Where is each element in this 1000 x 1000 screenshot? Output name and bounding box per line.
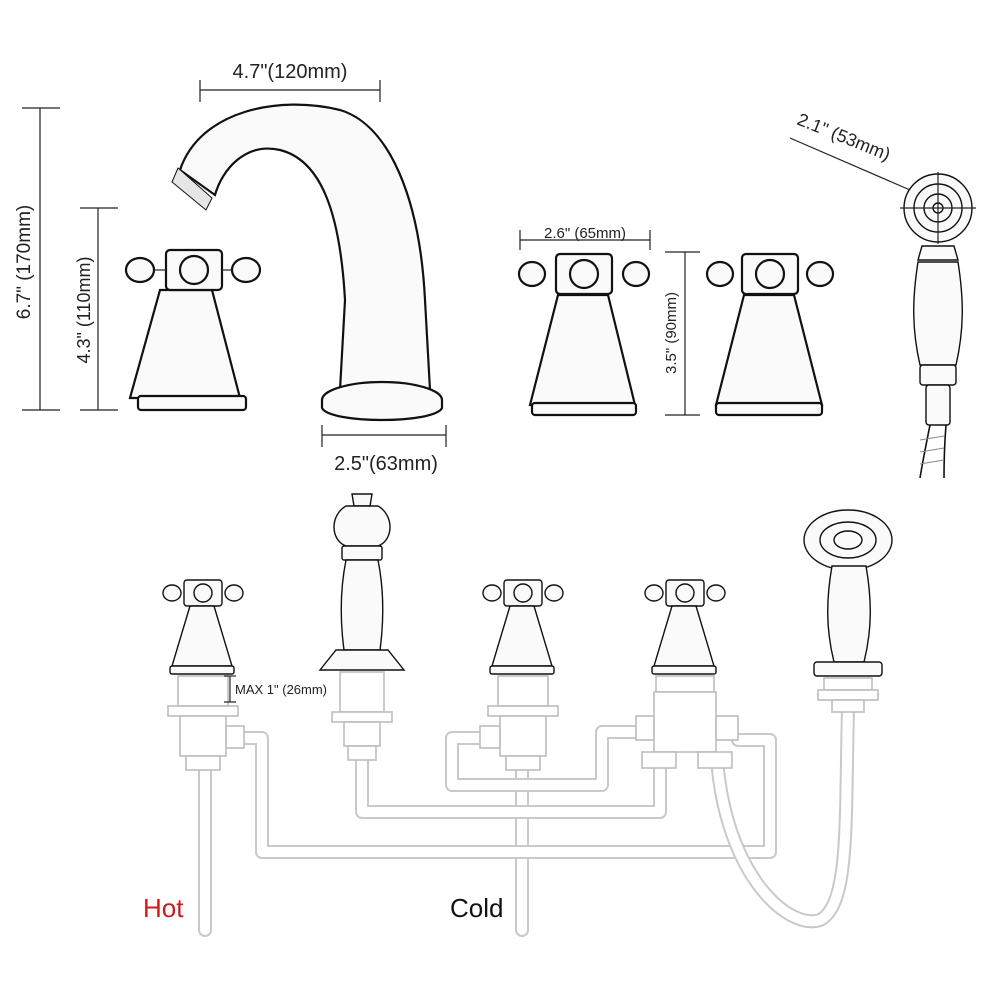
hand-shower-dimension: 2.1" (53mm) bbox=[789, 109, 911, 191]
bottom-diverter-valve bbox=[635, 579, 739, 769]
top-middle-handle-valve bbox=[517, 252, 651, 417]
spout-base-label: 2.5"(63mm) bbox=[334, 453, 438, 475]
cold-label: Cold bbox=[450, 893, 503, 923]
max-deck-dimension: MAX 1" (26mm) bbox=[224, 675, 327, 703]
bottom-cold-valve bbox=[479, 579, 564, 771]
spout-reach-dimension: 4.7"(120mm) bbox=[199, 61, 381, 102]
bottom-hand-shower bbox=[803, 509, 893, 713]
max-deck-label: MAX 1" (26mm) bbox=[235, 682, 327, 697]
shower-head-label: 2.1" (53mm) bbox=[795, 109, 894, 164]
handle-height-label: 4.3" (110mm) bbox=[74, 256, 94, 363]
total-height-dimension: 6.7" (170mm) bbox=[14, 107, 60, 411]
handle-height-dimension: 4.3" (110mm) bbox=[74, 207, 118, 411]
top-right-handle-valve bbox=[705, 252, 835, 417]
valve-height-label: 3.5" (90mm) bbox=[663, 292, 680, 374]
top-hand-shower bbox=[900, 172, 976, 479]
valve-height-dimension: 3.5" (90mm) bbox=[663, 251, 700, 416]
top-left-handle-valve bbox=[124, 248, 262, 412]
hot-label: Hot bbox=[143, 893, 184, 923]
spout bbox=[171, 103, 444, 422]
handle-width-label: 2.6" (65mm) bbox=[544, 225, 626, 242]
spout-base-dimension: 2.5"(63mm) bbox=[321, 425, 447, 475]
spout-reach-label: 4.7"(120mm) bbox=[233, 61, 348, 83]
total-height-label: 6.7" (170mm) bbox=[14, 205, 35, 319]
handle-width-dimension: 2.6" (65mm) bbox=[519, 225, 651, 250]
bottom-spout bbox=[318, 493, 406, 761]
plumbing-pipes bbox=[198, 703, 855, 937]
bottom-hot-valve bbox=[162, 579, 245, 771]
